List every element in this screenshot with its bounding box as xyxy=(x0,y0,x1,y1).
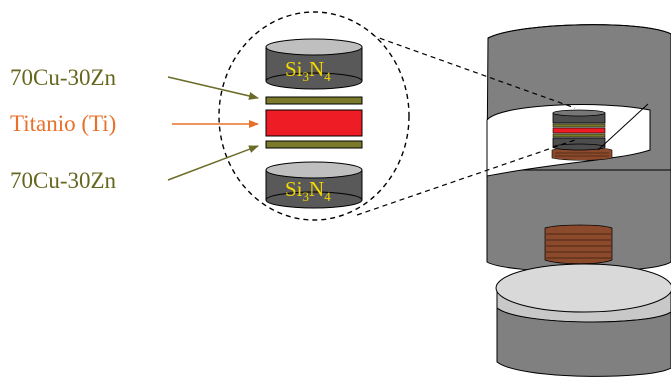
specimen-holder xyxy=(486,24,671,377)
titanium-layer xyxy=(265,109,363,137)
ceramic-bottom: Si3N4 xyxy=(265,161,363,209)
label-brass-top: 70Cu-30Zn xyxy=(10,65,117,90)
zoom-line-bottom xyxy=(356,139,576,216)
small-sample-stack xyxy=(552,109,606,151)
base-disc xyxy=(495,263,671,323)
brass-layer-bottom xyxy=(265,140,363,149)
ceramic-top-formula: Si3N4 xyxy=(285,57,331,84)
arrow-brass-top xyxy=(167,76,259,100)
window-thread xyxy=(551,146,613,161)
ceramic-top: Si3N4 xyxy=(265,38,363,90)
label-brass-bottom: 70Cu-30Zn xyxy=(10,168,117,193)
ceramic-bottom-formula: Si3N4 xyxy=(285,177,331,204)
label-titanium: Titanio (Ti) xyxy=(10,111,116,136)
arrow-brass-bottom xyxy=(167,145,259,181)
holder-thread xyxy=(544,224,613,265)
brass-layer-top xyxy=(265,96,363,105)
